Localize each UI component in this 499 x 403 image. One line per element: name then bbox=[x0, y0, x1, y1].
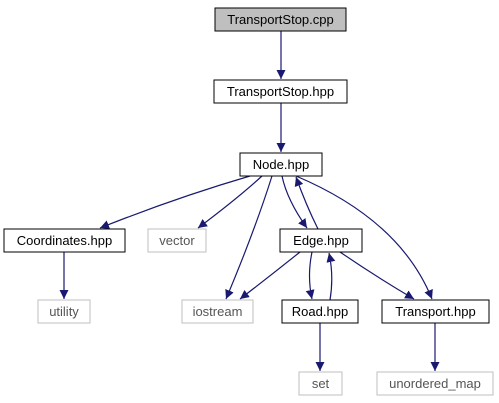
node-box bbox=[298, 371, 343, 396]
node-box bbox=[213, 79, 348, 104]
edge-node-hpp-to-transport-hpp bbox=[295, 175, 433, 300]
node-label: TransportStop.cpp bbox=[227, 12, 333, 27]
edges bbox=[59, 31, 440, 371]
node-box bbox=[239, 152, 323, 177]
nodes: TransportStop.cppTransportStop.hppNode.h… bbox=[3, 7, 494, 396]
node-label: Transport.hpp bbox=[395, 304, 475, 319]
node-edge-hpp[interactable]: Edge.hpp bbox=[279, 228, 363, 253]
node-vector[interactable]: vector bbox=[147, 228, 207, 253]
node-label: utility bbox=[49, 304, 79, 319]
node-label: iostream bbox=[193, 304, 243, 319]
node-box bbox=[214, 7, 347, 32]
node-label: Edge.hpp bbox=[293, 233, 349, 248]
edge-edge-hpp-to-road-hpp bbox=[305, 251, 315, 300]
node-transport-hpp[interactable]: Transport.hpp bbox=[381, 299, 490, 324]
node-box bbox=[181, 299, 254, 324]
node-road-hpp[interactable]: Road.hpp bbox=[281, 299, 359, 324]
node-transportstop-hpp[interactable]: TransportStop.hpp bbox=[213, 79, 348, 104]
edge-road-hpp-to-edge-hpp bbox=[326, 252, 336, 301]
node-box bbox=[147, 228, 207, 253]
edge-node-hpp-to-iostream bbox=[225, 175, 273, 300]
node-box bbox=[281, 299, 359, 324]
node-utility[interactable]: utility bbox=[37, 299, 91, 324]
node-coordinates-hpp[interactable]: Coordinates.hpp bbox=[3, 228, 126, 253]
node-transportstop-cpp[interactable]: TransportStop.cpp bbox=[214, 7, 347, 32]
node-label: set bbox=[312, 376, 330, 391]
node-box bbox=[376, 371, 494, 396]
edge-edge-hpp-to-iostream bbox=[239, 251, 301, 300]
node-label: Road.hpp bbox=[292, 304, 348, 319]
node-label: Coordinates.hpp bbox=[17, 233, 112, 248]
node-label: Node.hpp bbox=[253, 157, 309, 172]
edge-edge-hpp-to-transport-hpp bbox=[339, 251, 415, 300]
node-set[interactable]: set bbox=[298, 371, 343, 396]
edge-node-hpp-to-edge-hpp bbox=[281, 175, 308, 229]
edge-edge-hpp-to-node-hpp bbox=[294, 176, 319, 230]
node-box bbox=[37, 299, 91, 324]
node-unordered-map[interactable]: unordered_map bbox=[376, 371, 494, 396]
node-iostream[interactable]: iostream bbox=[181, 299, 254, 324]
node-node-hpp[interactable]: Node.hpp bbox=[239, 152, 323, 177]
node-label: unordered_map bbox=[389, 376, 481, 391]
node-label: vector bbox=[159, 233, 195, 248]
node-box bbox=[3, 228, 126, 253]
node-box bbox=[381, 299, 490, 324]
node-label: TransportStop.hpp bbox=[227, 84, 334, 99]
edge-node-hpp-to-vector bbox=[197, 175, 263, 229]
edge-node-hpp-to-coordinates-hpp bbox=[99, 175, 251, 229]
node-box bbox=[279, 228, 363, 253]
